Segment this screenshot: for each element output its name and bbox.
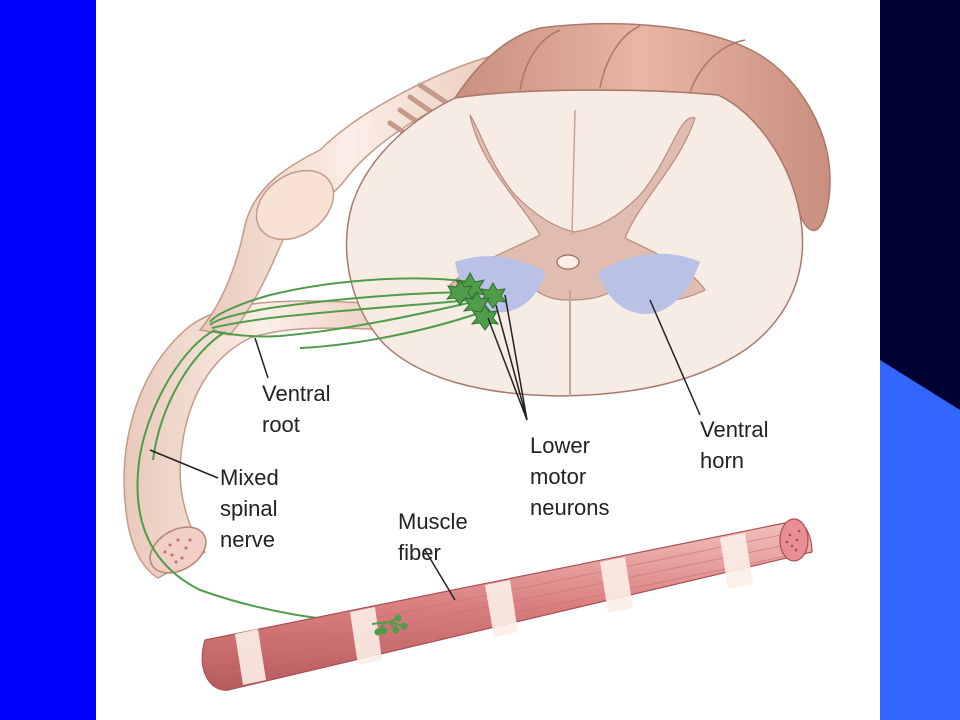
lower-motor-neurons-leader-2 <box>495 304 528 421</box>
ventral-root-axons <box>136 277 491 625</box>
muscle-fiber-label-line-1: Muscle <box>398 509 468 534</box>
mixed-spinal-nerve-label-line-2: spinal <box>220 496 278 521</box>
leader-lines <box>149 294 701 601</box>
lower-motor-neurons-shape <box>445 271 508 331</box>
mixed-spinal-nerve-label-line-1: Mixed <box>220 465 279 490</box>
ventral-horn-label: Ventral horn <box>700 414 769 476</box>
ventral-horn-label-line-2: horn <box>700 448 745 473</box>
muscle-fiber-leader <box>424 549 456 601</box>
slide-accent-shape <box>880 360 960 720</box>
lower-motor-neurons-label-line-1: Lower <box>530 433 590 458</box>
slide-background-left <box>0 0 96 720</box>
muscle-fiber-label: Muscle fiber <box>398 506 468 568</box>
neuromuscular-junction <box>371 614 408 636</box>
ventral-root-label-line-1: Ventral <box>262 381 331 406</box>
ventral-root-label-line-2: root <box>262 412 300 437</box>
muscle-fiber-label-line-2: fiber <box>398 540 441 565</box>
slide-background-right <box>880 0 960 720</box>
ventral-horn-leader <box>649 299 701 416</box>
ventral-horn-label-line-1: Ventral <box>700 417 769 442</box>
ventral-root-leader <box>254 337 269 379</box>
mixed-spinal-nerve-label: Mixed spinal nerve <box>220 462 279 555</box>
lower-motor-neurons-leader-3 <box>504 294 528 421</box>
spinal-cord-cross-section <box>345 23 831 397</box>
lower-motor-neurons-label-line-3: neurons <box>530 495 610 520</box>
mixed-spinal-nerve-label-line-3: nerve <box>220 527 276 552</box>
muscle-fiber-shape <box>201 518 813 691</box>
ventral-root-label: Ventral root <box>262 378 331 440</box>
lower-motor-neurons-label-line-2: motor <box>530 464 587 489</box>
lower-motor-neurons-label: Lower motor neurons <box>530 430 610 523</box>
mixed-spinal-nerve-leader <box>149 449 219 479</box>
lower-motor-neurons-leader-1 <box>487 317 528 421</box>
